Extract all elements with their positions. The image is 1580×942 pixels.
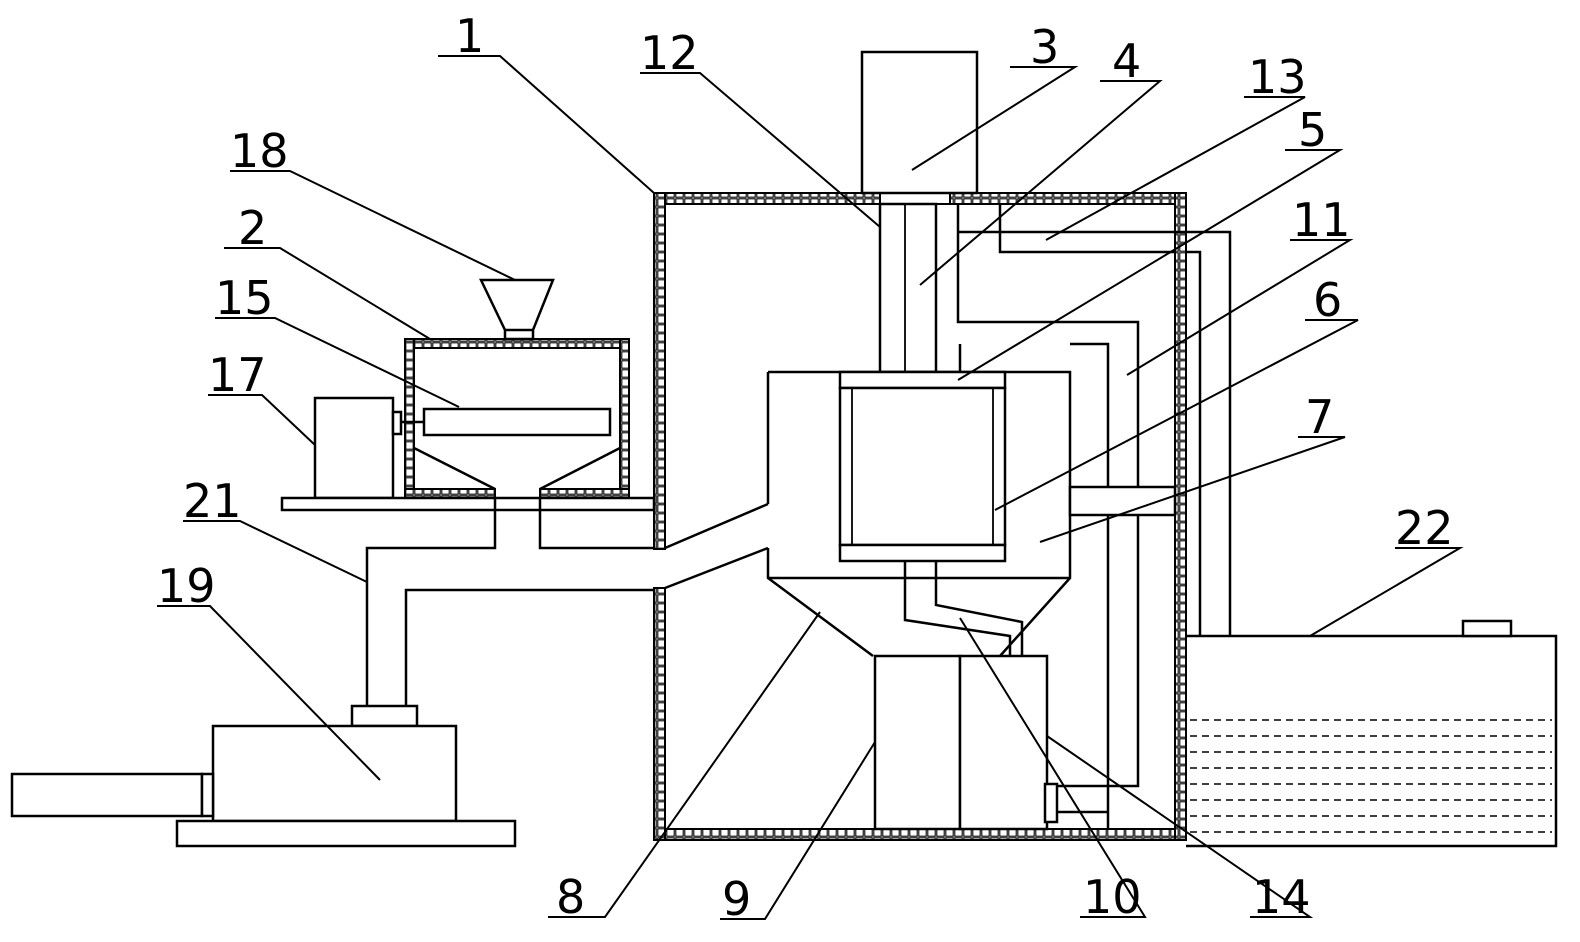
label-18: 18 — [230, 124, 289, 178]
drive-shaft — [880, 204, 936, 372]
inlet-duct — [367, 498, 768, 706]
collection-bins — [875, 656, 1047, 829]
label-15: 15 — [215, 271, 274, 325]
label-6: 6 — [1313, 273, 1342, 327]
label-8: 8 — [556, 870, 585, 924]
label-9: 9 — [722, 872, 751, 926]
water-level — [1190, 720, 1552, 832]
label-14: 14 — [1252, 870, 1311, 924]
label-4: 4 — [1112, 34, 1141, 88]
mounting-platform — [282, 498, 654, 510]
label-13: 13 — [1248, 50, 1307, 104]
label-3: 3 — [1030, 20, 1059, 74]
feed-hopper — [481, 280, 553, 339]
label-10: 10 — [1083, 870, 1142, 924]
label-2: 2 — [238, 201, 267, 255]
blower — [12, 706, 515, 846]
inner-drum — [840, 372, 1005, 561]
label-1: 1 — [455, 9, 484, 63]
label-12: 12 — [640, 26, 699, 80]
top-motor — [862, 52, 977, 193]
discharge-pipe — [905, 561, 1022, 656]
water-tank — [1186, 621, 1556, 846]
label-21: 21 — [183, 474, 242, 528]
label-11: 11 — [1292, 193, 1351, 247]
label-19: 19 — [157, 559, 216, 613]
screw-conveyor — [424, 409, 610, 435]
label-7: 7 — [1305, 390, 1334, 444]
label-22: 22 — [1395, 501, 1454, 555]
label-17: 17 — [208, 348, 267, 402]
label-5: 5 — [1298, 103, 1327, 157]
